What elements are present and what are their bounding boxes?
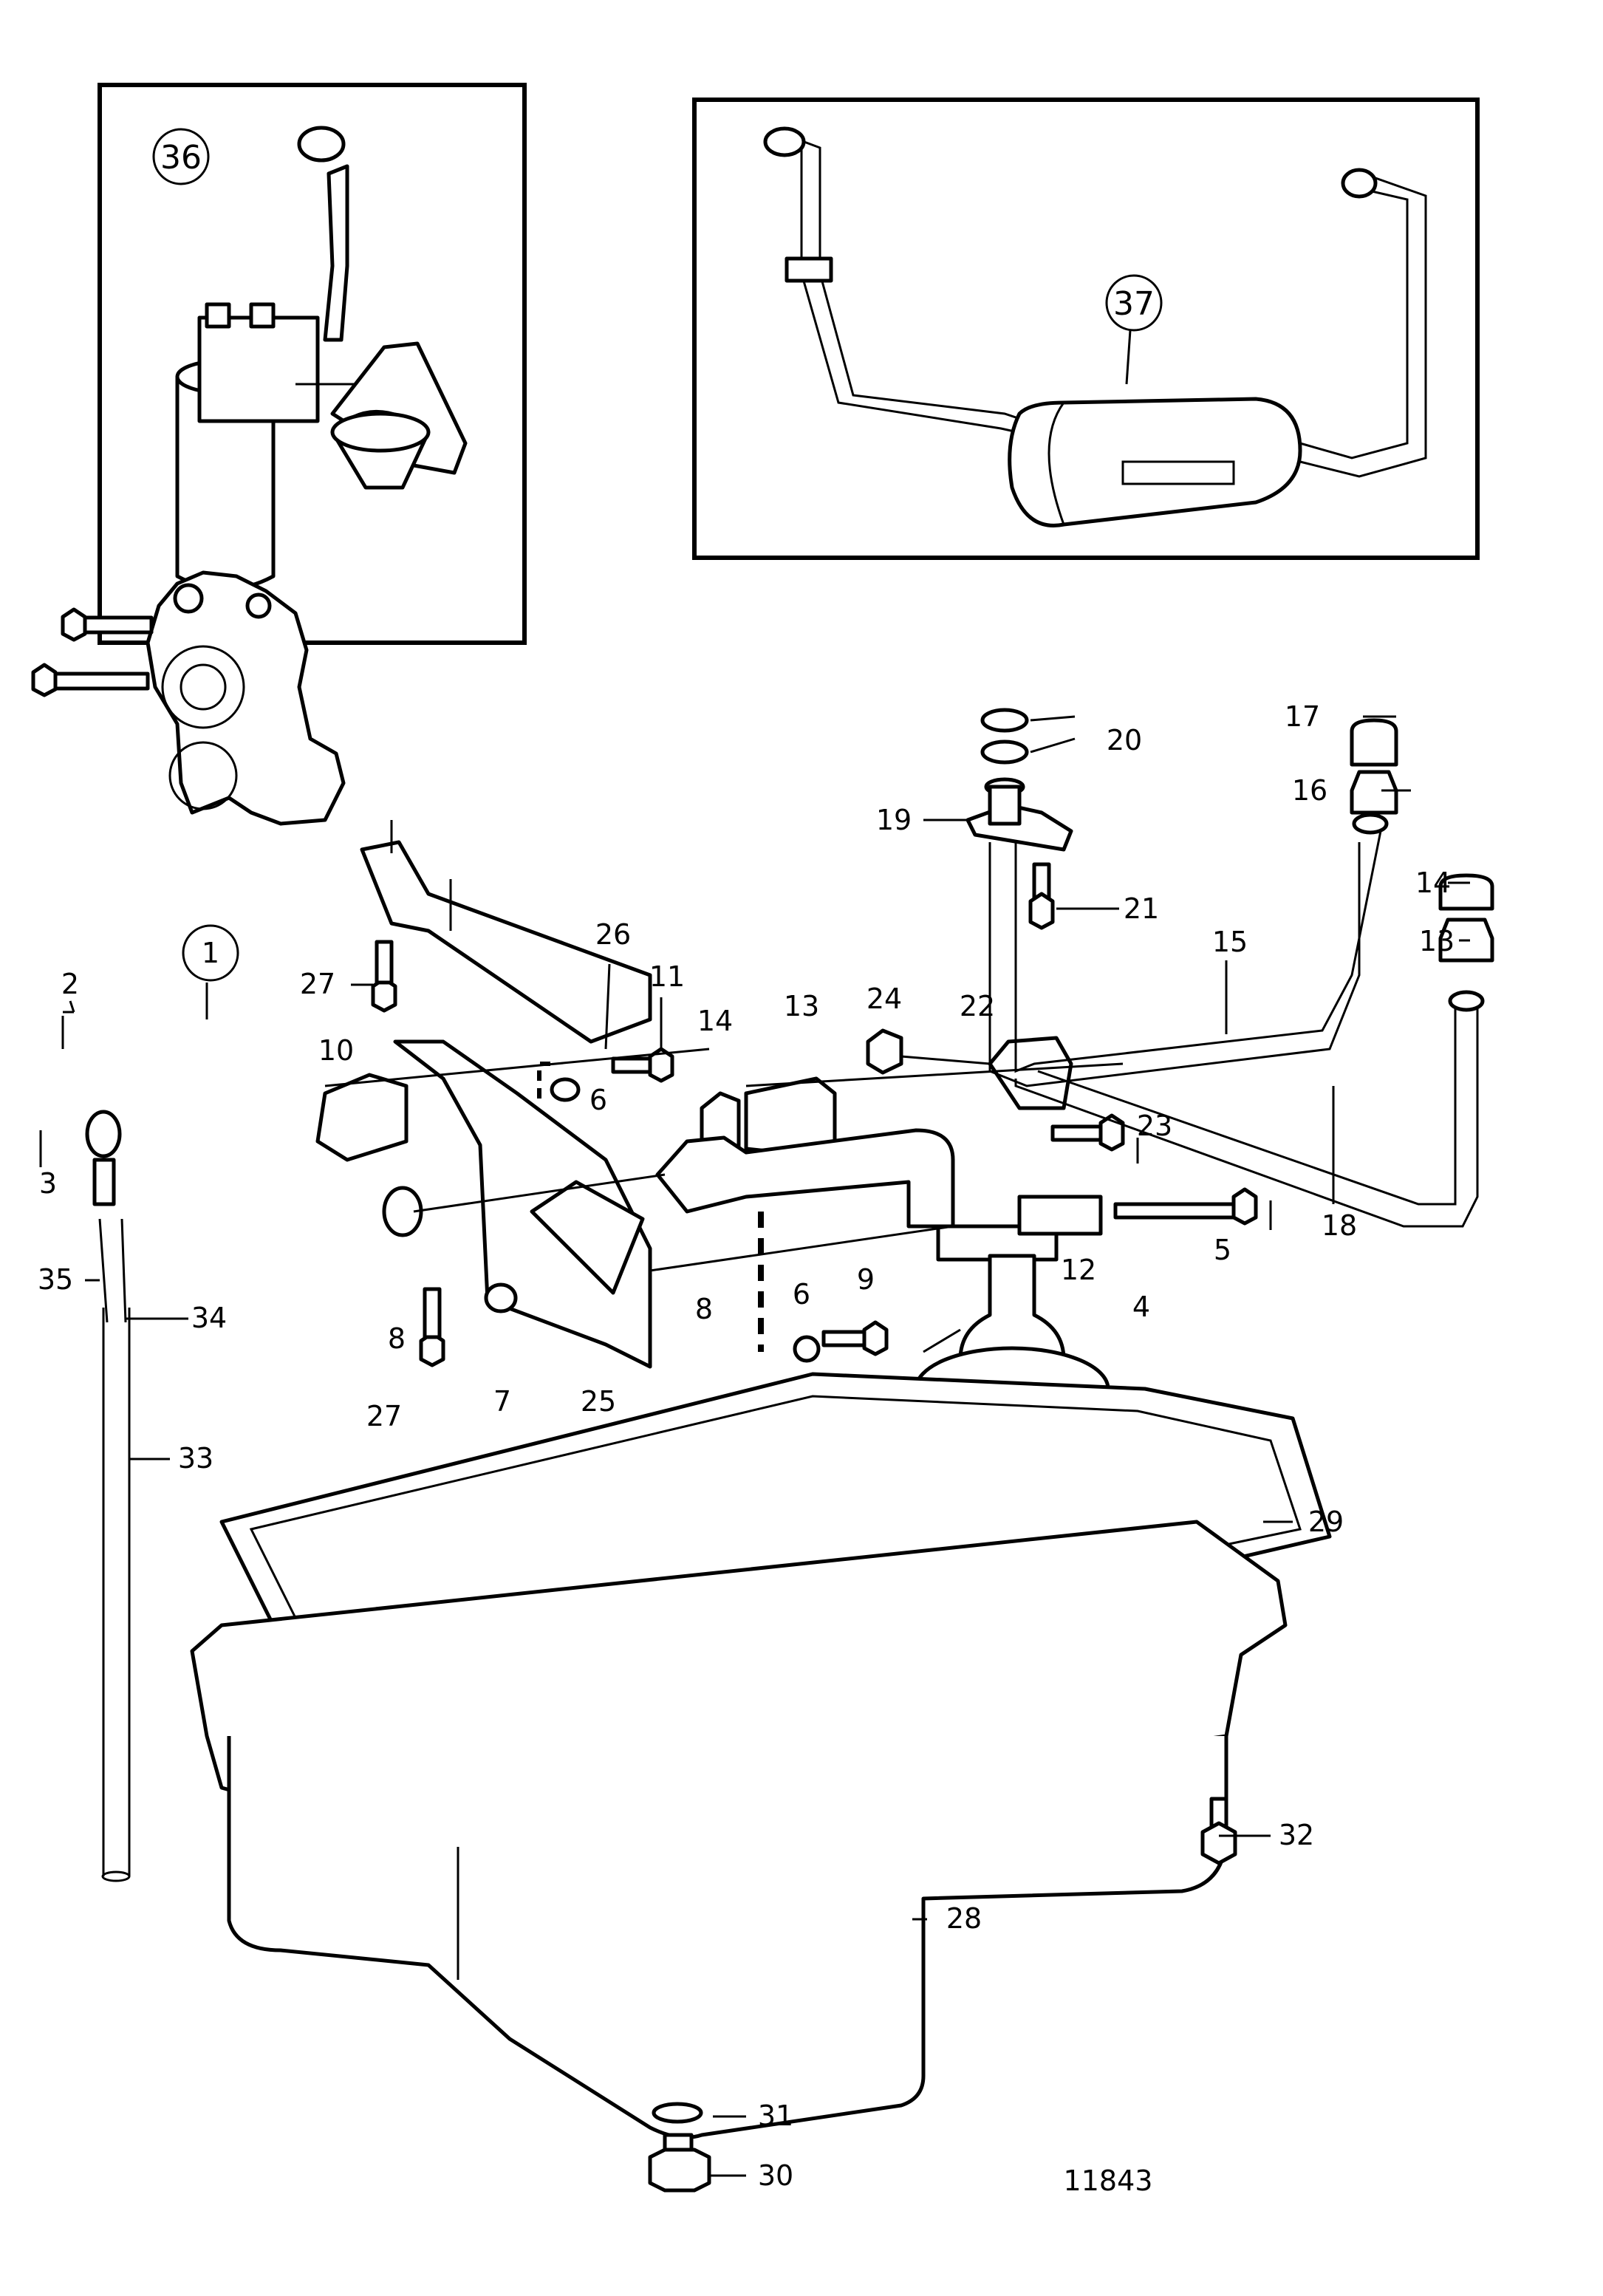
callout-25: 25 <box>581 1385 616 1418</box>
callout-3: 3 <box>39 1167 57 1200</box>
inset-label-37: 37 <box>1113 285 1155 323</box>
callout-14a: 14 <box>697 1005 733 1037</box>
callout-23: 23 <box>1137 1110 1172 1142</box>
callout-30: 30 <box>758 2159 793 2192</box>
callout-labels: 1 2 3 4 5 6 6 7 8 8 9 10 11 12 13 13 14 … <box>38 700 1455 2192</box>
callout-22: 22 <box>960 990 995 1022</box>
callout-10: 10 <box>318 1034 354 1067</box>
callout-34: 34 <box>191 1302 227 1334</box>
callout-4: 4 <box>1132 1291 1150 1323</box>
callout-35: 35 <box>38 1263 73 1296</box>
callout-31: 31 <box>758 2099 793 2132</box>
callout-17: 17 <box>1285 700 1320 733</box>
callout-6b: 6 <box>793 1278 810 1311</box>
callout-28: 28 <box>946 1902 982 1935</box>
callout-27a: 27 <box>300 968 335 1000</box>
callout-11: 11 <box>649 960 685 993</box>
callout-33: 33 <box>178 1442 213 1475</box>
callout-18: 18 <box>1322 1209 1357 1242</box>
leader-lines <box>39 715 1470 2177</box>
callout-13b: 13 <box>1419 925 1455 957</box>
inset-label-36: 36 <box>160 139 202 177</box>
callout-12: 12 <box>1061 1254 1096 1286</box>
callout-26: 26 <box>595 918 631 951</box>
callout-24: 24 <box>867 983 902 1015</box>
callout-29: 29 <box>1308 1506 1344 1538</box>
callout-2: 2 <box>61 968 79 1000</box>
callout-20: 20 <box>1107 724 1142 756</box>
callout-8a: 8 <box>388 1322 406 1355</box>
callout-1: 1 <box>202 937 219 969</box>
callout-8b: 8 <box>695 1293 713 1325</box>
drawing-number: 11843 <box>1064 2165 1153 2197</box>
inset-oil-cooler: 37 <box>692 98 1480 560</box>
callout-16: 16 <box>1292 774 1327 807</box>
callout-5: 5 <box>1214 1234 1231 1266</box>
callout-14b: 14 <box>1415 867 1451 899</box>
callout-15: 15 <box>1212 926 1248 958</box>
callout-32: 32 <box>1279 1819 1314 1851</box>
callout-6a: 6 <box>589 1084 607 1116</box>
callout-7: 7 <box>493 1385 511 1418</box>
main-assembly <box>31 570 1494 2193</box>
callout-21: 21 <box>1124 892 1159 925</box>
callout-27b: 27 <box>366 1400 402 1432</box>
callout-9: 9 <box>857 1263 875 1296</box>
inset-oil-filter: 36 <box>98 83 527 645</box>
callout-19: 19 <box>876 804 912 836</box>
callout-13a: 13 <box>784 990 819 1022</box>
